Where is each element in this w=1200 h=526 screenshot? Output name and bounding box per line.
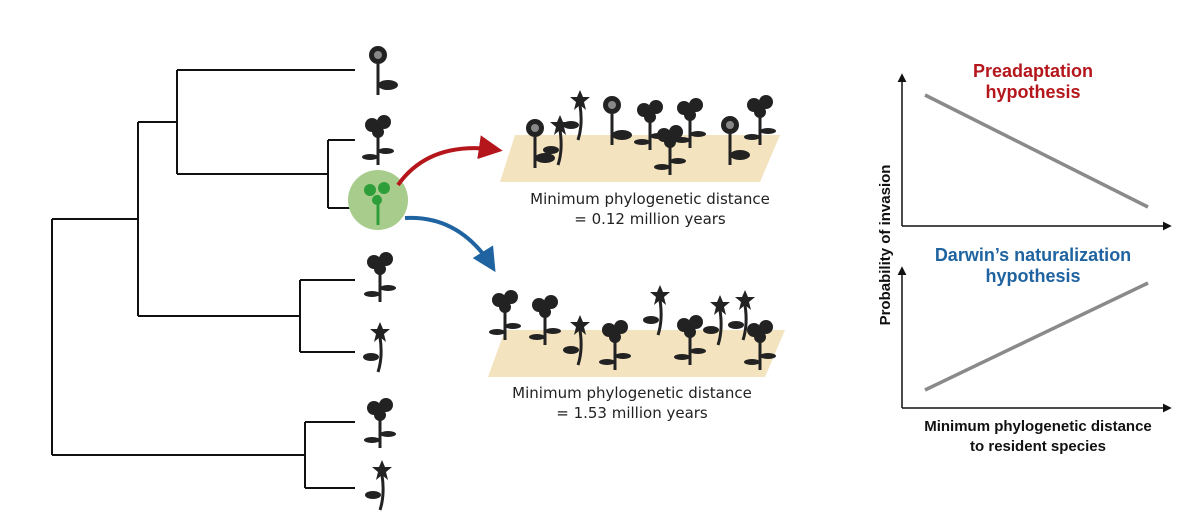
aster-plant-icon	[360, 113, 396, 167]
preadaptation-title-line2: hypothesis	[985, 82, 1080, 102]
phylogenetic-tree	[51, 69, 355, 489]
close-relatives-community	[500, 88, 780, 182]
invader-plant-icon	[364, 182, 390, 225]
darwin-title-line2: hypothesis	[985, 266, 1080, 286]
caption-1.53-line2: = 1.53 million years	[556, 404, 708, 422]
leafy-plant-icon	[362, 396, 398, 450]
yarrow-plant-icon	[362, 250, 398, 304]
caption-1.53-line1: Minimum phylogenetic distance	[512, 384, 752, 402]
leaf-plants	[348, 44, 408, 512]
x-axis-label-line2: to resident species	[970, 438, 1106, 455]
distant-relatives-community	[487, 283, 785, 377]
bottom-plot: Darwin’s naturalization hypothesis	[897, 245, 1172, 413]
star-flower-icon	[361, 320, 392, 374]
darwin-trend-line	[924, 281, 1149, 392]
darwin-title-line1: Darwin’s naturalization	[935, 245, 1131, 265]
x-axis-label-line1: Minimum phylogenetic distance	[924, 418, 1152, 435]
caption-0.12-line1: Minimum phylogenetic distance	[530, 190, 770, 208]
y-axis-label: Probability of invasion	[877, 165, 894, 326]
red-arrow	[396, 135, 503, 187]
top-plot: Preadaptation hypothesis	[897, 61, 1172, 231]
caption-0.12-line2: = 0.12 million years	[574, 210, 726, 228]
preadaptation-trend-line	[924, 93, 1149, 209]
preadaptation-title-line1: Preadaptation	[973, 61, 1093, 81]
sprout-plant-icon	[363, 458, 394, 512]
sunflower-icon	[367, 44, 400, 97]
blue-arrow	[404, 215, 496, 273]
